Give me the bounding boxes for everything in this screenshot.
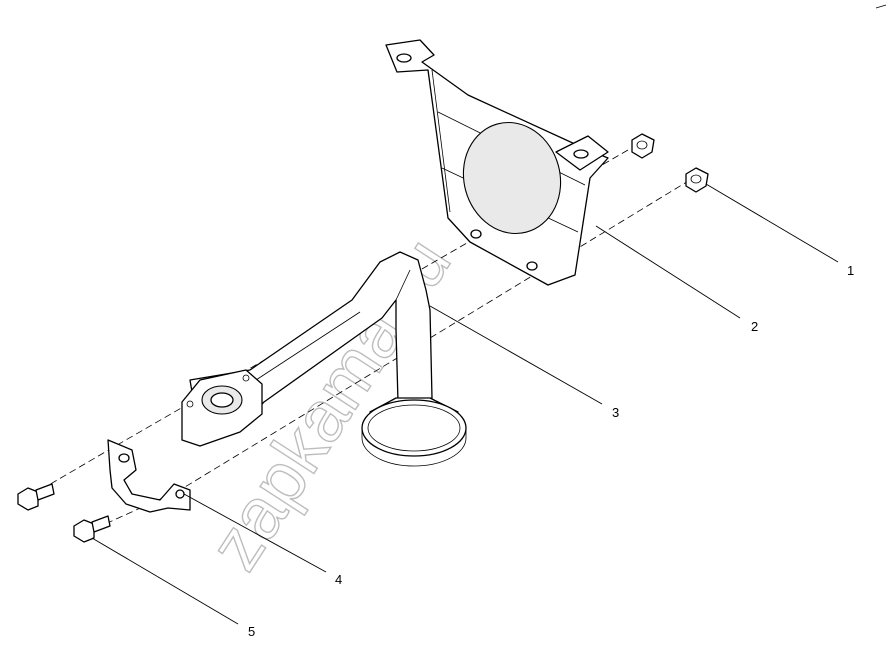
leader-line-5: [91, 537, 239, 625]
leader-line-1: [705, 183, 839, 263]
pickup-pipe-part-3: [181, 251, 467, 467]
clip-part-4: [107, 439, 191, 513]
nut-part-1-upper: [631, 133, 655, 159]
callout-5: 5: [248, 624, 255, 639]
bracket-part-2: [385, 39, 609, 286]
bolt-part-5: [73, 515, 111, 543]
corner-mark: [875, 4, 887, 9]
bolt-part-5-upper: [17, 483, 55, 511]
callout-2: 2: [751, 319, 758, 334]
leader-line-2: [595, 225, 741, 319]
nut-part-1: [685, 167, 709, 193]
callout-4: 4: [335, 572, 342, 587]
leader-line-4: [183, 493, 327, 573]
leader-line-3: [429, 305, 603, 405]
callout-1: 1: [847, 263, 854, 278]
callout-3: 3: [612, 405, 619, 420]
